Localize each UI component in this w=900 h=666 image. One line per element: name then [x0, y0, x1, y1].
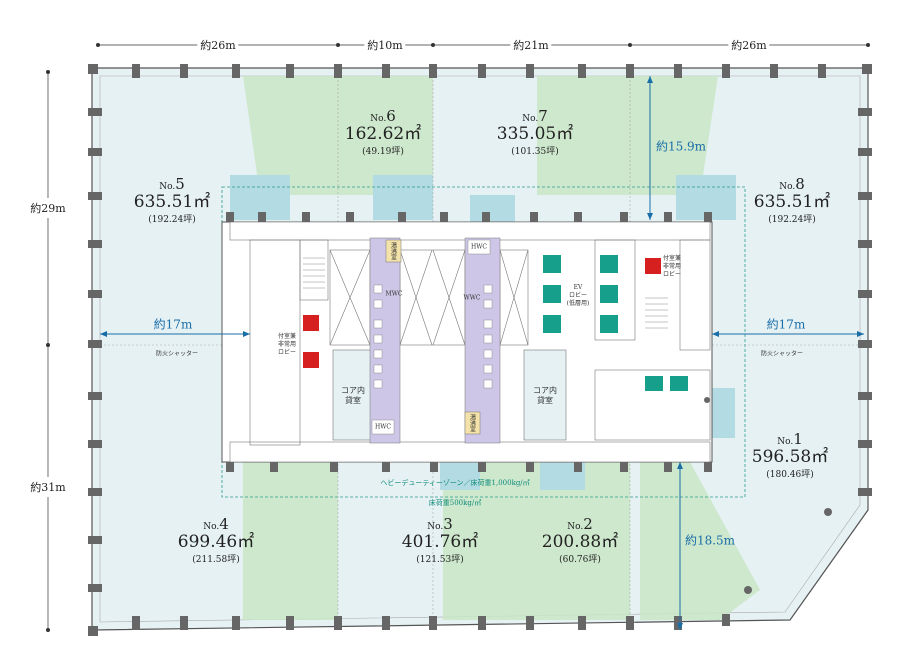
top-dim-3: 約21m	[510, 37, 552, 53]
columns	[88, 64, 872, 636]
storage-top-label: 湯沸室	[389, 242, 397, 260]
floor-load-label: 床荷重500kg/㎡	[428, 499, 482, 507]
storage-bottom	[464, 411, 481, 435]
tenant-1: No.1 596.58㎡ (180.46坪)	[751, 430, 829, 480]
storage-bottom-label: 湯沸室	[468, 414, 476, 432]
fire-shutter-left-label: 防火シャッター	[155, 350, 199, 358]
core-rental-right-room	[523, 349, 567, 441]
heavy-duty-zone-label: ヘビーデューティーゾーン／床荷重1,000kg/㎡	[380, 479, 530, 487]
west-depth-label: 約17m	[153, 317, 193, 332]
south-depth-label: 約18.5m	[684, 533, 736, 548]
tenant-7: No.7 335.05㎡ (101.35坪)	[496, 107, 574, 157]
core-rental-left-label: コア内 貸室	[341, 386, 365, 405]
top-dim-4: 約26m	[728, 37, 770, 53]
left-dim-1: 約29m	[30, 198, 66, 218]
top-dim-1: 約26m	[197, 37, 239, 53]
wwc-zone	[464, 237, 501, 444]
tenant-2: No.2 200.88㎡ (60.76坪)	[541, 515, 619, 565]
tenant-5: No.5 635.51㎡ (192.24坪)	[133, 175, 211, 225]
left-dim-2: 約31m	[30, 477, 66, 497]
tenant-4: No.4 699.46㎡ (211.58坪)	[177, 515, 255, 565]
elevators	[543, 255, 688, 391]
emergency-lobby-right-label: 付室兼 非常用 ロビー	[662, 255, 682, 278]
emergency-elevators	[303, 258, 661, 368]
top-dim-2: 約10m	[364, 37, 406, 53]
storage-top	[385, 239, 402, 263]
hwc-top-label: HWC	[471, 243, 487, 251]
north-depth-label: 約15.9m	[655, 139, 707, 154]
fire-shutter-right-label: 防火シャッター	[760, 350, 804, 358]
ev-lobby-label: EV ロビー (低層用)	[566, 284, 590, 307]
hwc-bottom-label: HWC	[375, 423, 391, 431]
emergency-lobby-left-label: 付室兼 非常用 ロビー	[277, 333, 297, 356]
tenant-8: No.8 635.51㎡ (192.24坪)	[753, 175, 831, 225]
core-rental-left-room	[332, 349, 376, 441]
view-zones	[243, 76, 760, 620]
wwc-label: WWC	[463, 294, 481, 302]
mwc-label: MWC	[385, 290, 403, 298]
core-rental-right-label: コア内 貸室	[533, 386, 557, 405]
east-depth-label: 約17m	[766, 317, 806, 332]
tenant-6: No.6 162.62㎡ (49.19坪)	[344, 107, 422, 157]
tenant-3: No.3 401.76㎡ (121.53坪)	[401, 515, 479, 565]
